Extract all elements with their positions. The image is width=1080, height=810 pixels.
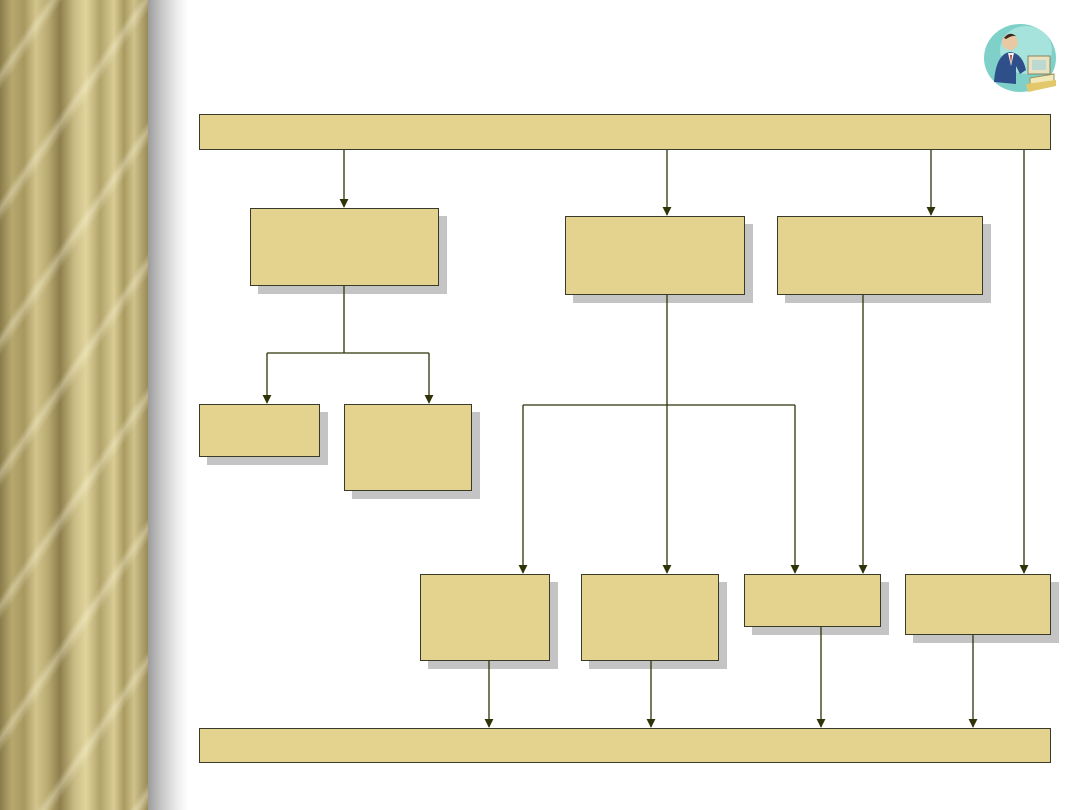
side-panel-shadow bbox=[148, 0, 188, 810]
bottom-box-1 bbox=[420, 574, 550, 661]
group-middle-box bbox=[565, 216, 745, 295]
top-bar-box bbox=[199, 114, 1051, 150]
bottom-box-2 bbox=[581, 574, 719, 661]
bottom-bar-box bbox=[199, 728, 1051, 763]
bottom-box-3 bbox=[744, 574, 881, 627]
bottom-box-4 bbox=[905, 574, 1051, 635]
leaf-left-1-box bbox=[199, 404, 320, 457]
decorative-side-panel bbox=[0, 0, 148, 810]
businessman-at-computer-icon bbox=[984, 24, 1056, 92]
group-left-box bbox=[250, 208, 439, 286]
group-right-box bbox=[777, 216, 983, 295]
leaf-left-2-box bbox=[344, 404, 472, 491]
